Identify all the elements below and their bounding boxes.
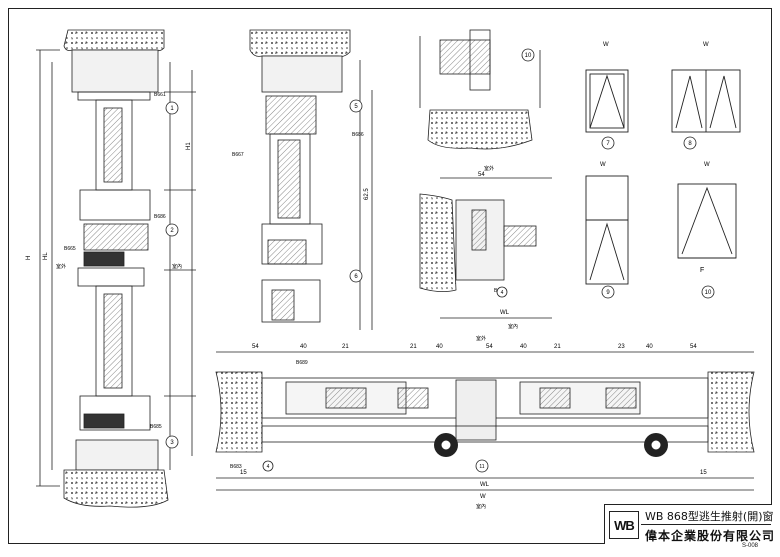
handle-rollers	[434, 433, 668, 457]
callout-7: 7	[606, 141, 610, 147]
callout-10: 10	[525, 53, 532, 59]
material-b686-label: B686	[154, 214, 166, 220]
hs-dim-54-right: 54	[690, 344, 697, 350]
callout-9: 9	[606, 290, 610, 296]
hs-dim-54-mid: 54	[486, 344, 493, 350]
company-logo: WB	[609, 511, 639, 539]
hs-dim-15-left: 15	[240, 470, 247, 476]
hs-dim-wl: WL	[480, 482, 490, 488]
material-b687-label: B667	[232, 152, 244, 158]
material-b689-label: B689	[296, 360, 308, 366]
elev-f-label: F	[700, 267, 704, 274]
note-indoor-left: 室內	[172, 263, 182, 270]
hs-dim-21-mid2: 21	[554, 344, 561, 350]
product-title: WB 868型逃生推射(開)窗	[645, 510, 774, 523]
hs-dim-40-mid2: 40	[520, 344, 527, 350]
hs-dim-54-left: 54	[252, 344, 259, 350]
callout-3: 3	[170, 440, 174, 446]
vertical-section-main	[36, 29, 196, 508]
material-b685-label: B685	[150, 424, 162, 430]
dim-hl-label: HL	[43, 252, 49, 260]
callout-11: 11	[479, 464, 484, 470]
note-outdoor-bottom: 室外	[476, 335, 486, 342]
callout-4-bottom: 4	[267, 464, 270, 470]
dim-625-label: 62.5	[364, 188, 370, 200]
note-indoor-mid: 室內	[508, 323, 518, 330]
callout-2: 2	[170, 228, 174, 234]
hs-dim-40-mid: 40	[436, 344, 443, 350]
callout-10b: 10	[705, 290, 712, 296]
note-outdoor-mid: 室外	[484, 165, 494, 172]
note-outdoor-left: 室外	[56, 263, 66, 270]
elev-w-label-2: W	[703, 42, 709, 48]
callout-1: 1	[170, 106, 174, 112]
dim-h-label: H	[26, 256, 32, 260]
sill-detail	[419, 29, 541, 150]
dim-h1-label: H1	[186, 142, 192, 150]
sheet-border	[8, 8, 772, 544]
note-indoor-bottom: 室內	[476, 503, 486, 510]
vertical-section-secondary	[249, 29, 373, 330]
jamb-detail	[419, 177, 552, 319]
material-b686-2-label: B686	[352, 132, 364, 138]
hs-dim-40-right: 40	[646, 344, 653, 350]
elev-w-label-3: W	[600, 162, 606, 168]
horizontal-section	[215, 351, 755, 491]
material-b665-label: B665	[64, 246, 76, 252]
elevation-diagrams	[585, 69, 741, 285]
hs-dim-23: 23	[618, 344, 625, 350]
title-divider	[641, 524, 771, 525]
elev-w-label-4: W	[704, 162, 710, 168]
callout-8: 8	[688, 141, 692, 147]
elev-w-label-1: W	[603, 42, 609, 48]
material-b683-bottom: B683	[230, 464, 242, 470]
dim-54-label: 54	[478, 172, 485, 178]
hs-dim-21-mid: 21	[410, 344, 417, 350]
material-b661-label: B661	[154, 92, 166, 98]
company-name: 偉本企業股份有限公司	[645, 529, 776, 543]
page-number: S-008	[742, 543, 759, 549]
hs-dim-15-right: 15	[700, 470, 707, 476]
title-block: WB WB 868型逃生推射(開)窗 偉本企業股份有限公司	[604, 504, 776, 544]
callout-6: 6	[354, 274, 358, 280]
callout-5: 5	[354, 104, 358, 110]
dim-wl-label: WL	[500, 310, 510, 316]
hs-dim-40-left: 40	[300, 344, 307, 350]
hs-dim-w: W	[480, 494, 486, 500]
callout-4: 4	[501, 290, 504, 296]
hs-dim-21-left: 21	[342, 344, 349, 350]
